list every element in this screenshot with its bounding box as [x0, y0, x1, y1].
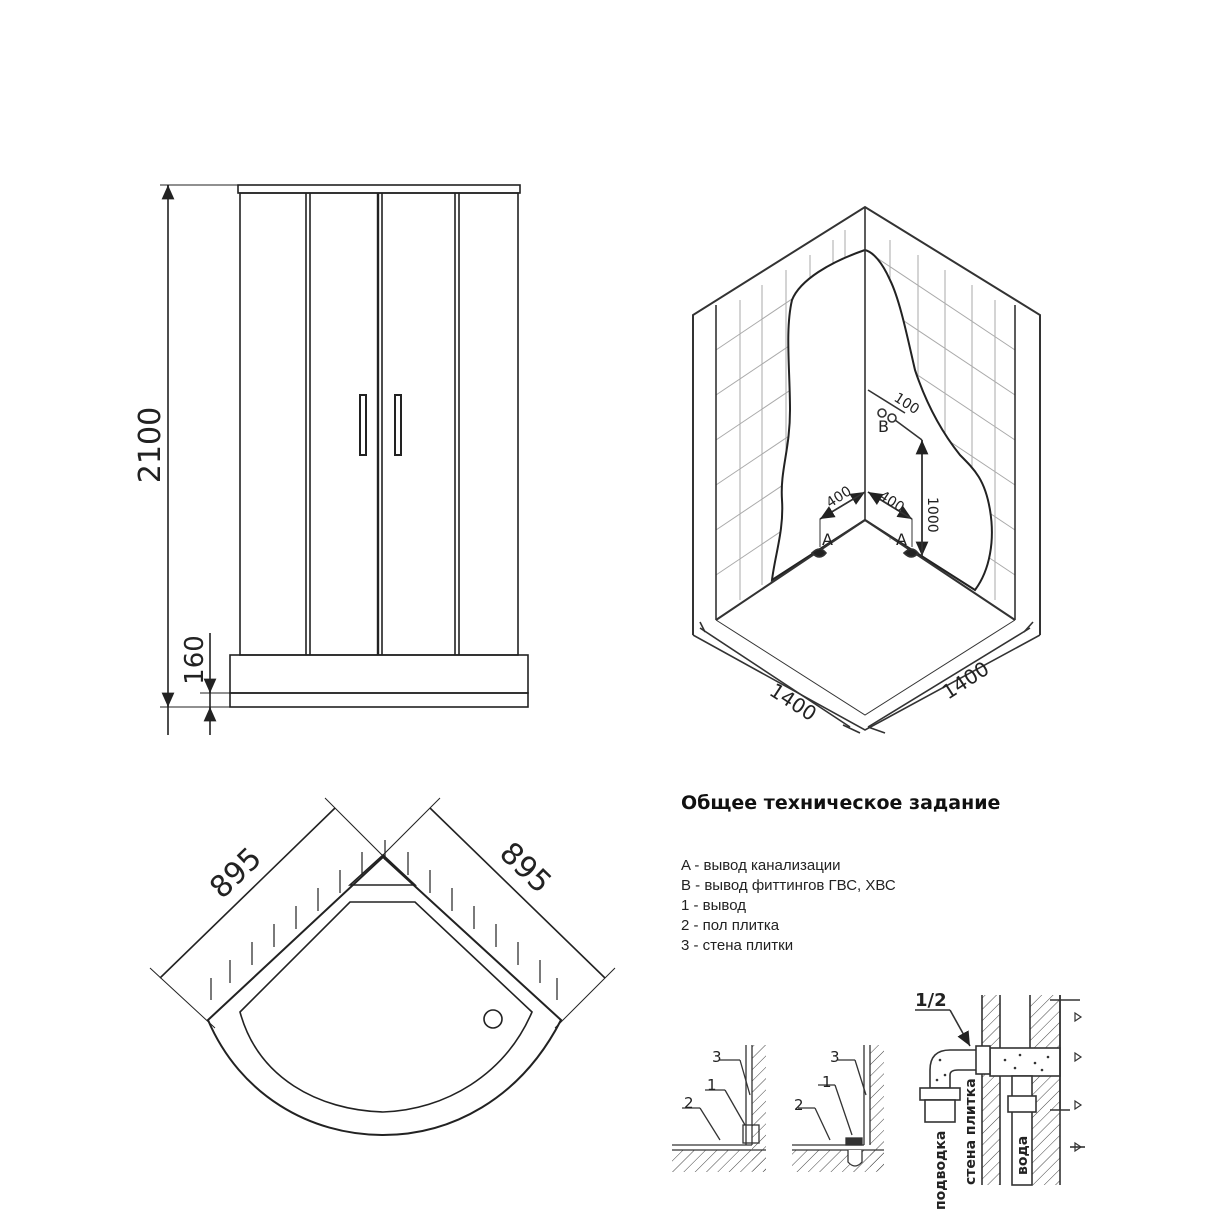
iso-view: [692, 205, 1041, 734]
detail-3: [915, 995, 1085, 1186]
spec-legend: A - вывод канализации B - вывод фиттинго…: [681, 856, 896, 956]
iso-width-left-label: 1400: [765, 678, 821, 726]
iso-a-left-label: A: [822, 530, 833, 549]
detail-1: [672, 1045, 766, 1172]
legend-item-3: 3 - стена плитки: [681, 937, 794, 954]
tray-height-label: 160: [180, 635, 210, 685]
spec-title: Общее техническое задание: [681, 792, 1001, 814]
iso-height-b-label: 1000: [924, 497, 940, 533]
iso-a-right-label: A: [896, 530, 907, 549]
detail-3-markers: [1074, 1011, 1083, 1153]
plan-view: [149, 797, 616, 1137]
detail-3-water-label: вода: [1015, 1136, 1031, 1175]
detail-3-wall-label: стена плитка: [963, 1078, 979, 1185]
legend-item-1: 1 - вывод: [681, 897, 746, 914]
detail-3-size-label: 1/2: [915, 990, 947, 1011]
detail-2: [792, 1045, 884, 1172]
front-view: [160, 184, 529, 735]
plan-side-right-label: 895: [492, 836, 558, 901]
height-total-label: 2100: [133, 407, 168, 483]
detail-1-label-3: 3: [712, 1048, 722, 1066]
legend-item-2: 2 - пол плитка: [681, 917, 780, 934]
iso-b-label: B: [878, 417, 889, 436]
detail-2-label-2: 2: [794, 1096, 804, 1114]
detail-3-supply-label: подводка: [933, 1131, 949, 1210]
detail-1-label-1: 1: [707, 1076, 717, 1094]
legend-item-b: B - вывод фиттингов ГВС, ХВС: [681, 877, 896, 894]
detail-2-label-1: 1: [822, 1073, 832, 1091]
legend-item-a: A - вывод канализации: [681, 857, 841, 874]
plan-side-left-label: 895: [203, 841, 269, 906]
detail-2-label-3: 3: [830, 1048, 840, 1066]
detail-1-label-2: 2: [684, 1094, 694, 1112]
